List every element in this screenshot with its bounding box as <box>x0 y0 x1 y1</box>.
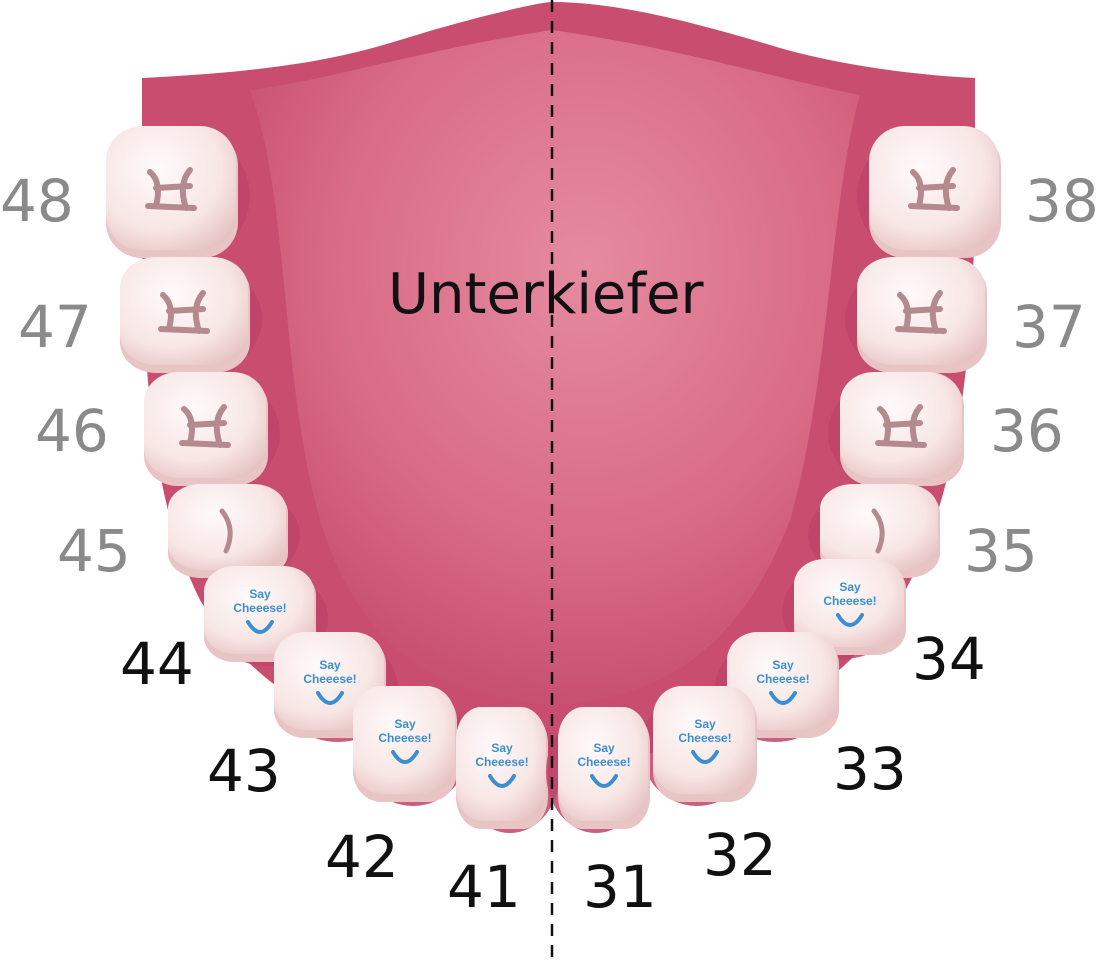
smile-text-cheese: Cheeese! <box>475 755 528 769</box>
smile-icon <box>691 750 719 764</box>
smile-icon <box>391 750 419 764</box>
tooth-number-33: 33 <box>833 735 907 803</box>
tooth-45 <box>168 484 300 582</box>
tooth-35 <box>808 484 940 582</box>
smile-text-say: Say <box>491 741 513 755</box>
smile-text-say: Say <box>319 658 341 672</box>
smile-text-say: Say <box>394 717 416 731</box>
smile-icon <box>246 620 274 634</box>
smile-text-cheese: Cheeese! <box>233 601 286 615</box>
smile-icon <box>488 774 516 788</box>
tooth-38 <box>857 126 1001 262</box>
tooth-crown <box>653 686 755 794</box>
molar-fissure <box>875 404 927 448</box>
tooth-46 <box>144 372 280 490</box>
smile-text-say: Say <box>249 587 271 601</box>
tooth-48 <box>106 126 250 262</box>
smile-icon <box>769 691 797 705</box>
tooth-47 <box>120 257 262 377</box>
diagram-title: Unterkiefer <box>388 262 704 327</box>
tooth-number-43: 43 <box>207 737 281 805</box>
molar-fissure <box>908 167 960 211</box>
teeth-group: SayCheeese!SayCheeese!SayCheeese!SayChee… <box>106 126 1001 833</box>
gum-inner <box>250 30 860 705</box>
premolar-fissure <box>219 508 233 554</box>
molar-fissure <box>158 290 210 334</box>
molar-fissure <box>145 167 197 211</box>
tooth-number-46: 46 <box>35 397 109 465</box>
tooth-36 <box>828 372 964 490</box>
tooth-number-32: 32 <box>703 821 777 889</box>
tooth-crown <box>456 707 546 821</box>
smile-text-cheese: Cheeese! <box>756 672 809 686</box>
smile-text-cheese: Cheeese! <box>378 731 431 745</box>
tooth-number-38: 38 <box>1025 167 1099 235</box>
smile-text-say: Say <box>772 658 794 672</box>
tooth-number-41: 41 <box>447 853 521 921</box>
tooth-number-37: 37 <box>1012 293 1086 361</box>
tooth-crown <box>204 566 314 654</box>
smile-text-cheese: Cheeese! <box>678 731 731 745</box>
molar-fissure <box>895 290 947 334</box>
molar-fissure <box>179 404 231 448</box>
tooth-number-31: 31 <box>583 853 657 921</box>
tooth-crown <box>794 559 904 647</box>
smile-text-say: Say <box>839 580 861 594</box>
smile-text-say: Say <box>694 717 716 731</box>
tooth-number-48: 48 <box>0 167 74 235</box>
tooth-crown <box>727 632 837 730</box>
smile-text-cheese: Cheeese! <box>303 672 356 686</box>
smile-text-say: Say <box>593 741 615 755</box>
tooth-crown <box>353 686 455 794</box>
tooth-number-36: 36 <box>990 397 1064 465</box>
tooth-number-42: 42 <box>325 823 399 891</box>
smile-icon <box>590 774 618 788</box>
tooth-37 <box>845 257 987 377</box>
smile-icon <box>316 691 344 705</box>
premolar-fissure <box>871 508 885 554</box>
tooth-number-45: 45 <box>57 517 131 585</box>
tooth-crown <box>558 707 648 821</box>
tooth-number-35: 35 <box>964 517 1038 585</box>
tooth-number-44: 44 <box>120 630 194 698</box>
smile-text-cheese: Cheeese! <box>577 755 630 769</box>
smile-icon <box>836 613 864 627</box>
tooth-number-47: 47 <box>18 293 92 361</box>
smile-text-cheese: Cheeese! <box>823 594 876 608</box>
tooth-number-34: 34 <box>912 625 986 693</box>
